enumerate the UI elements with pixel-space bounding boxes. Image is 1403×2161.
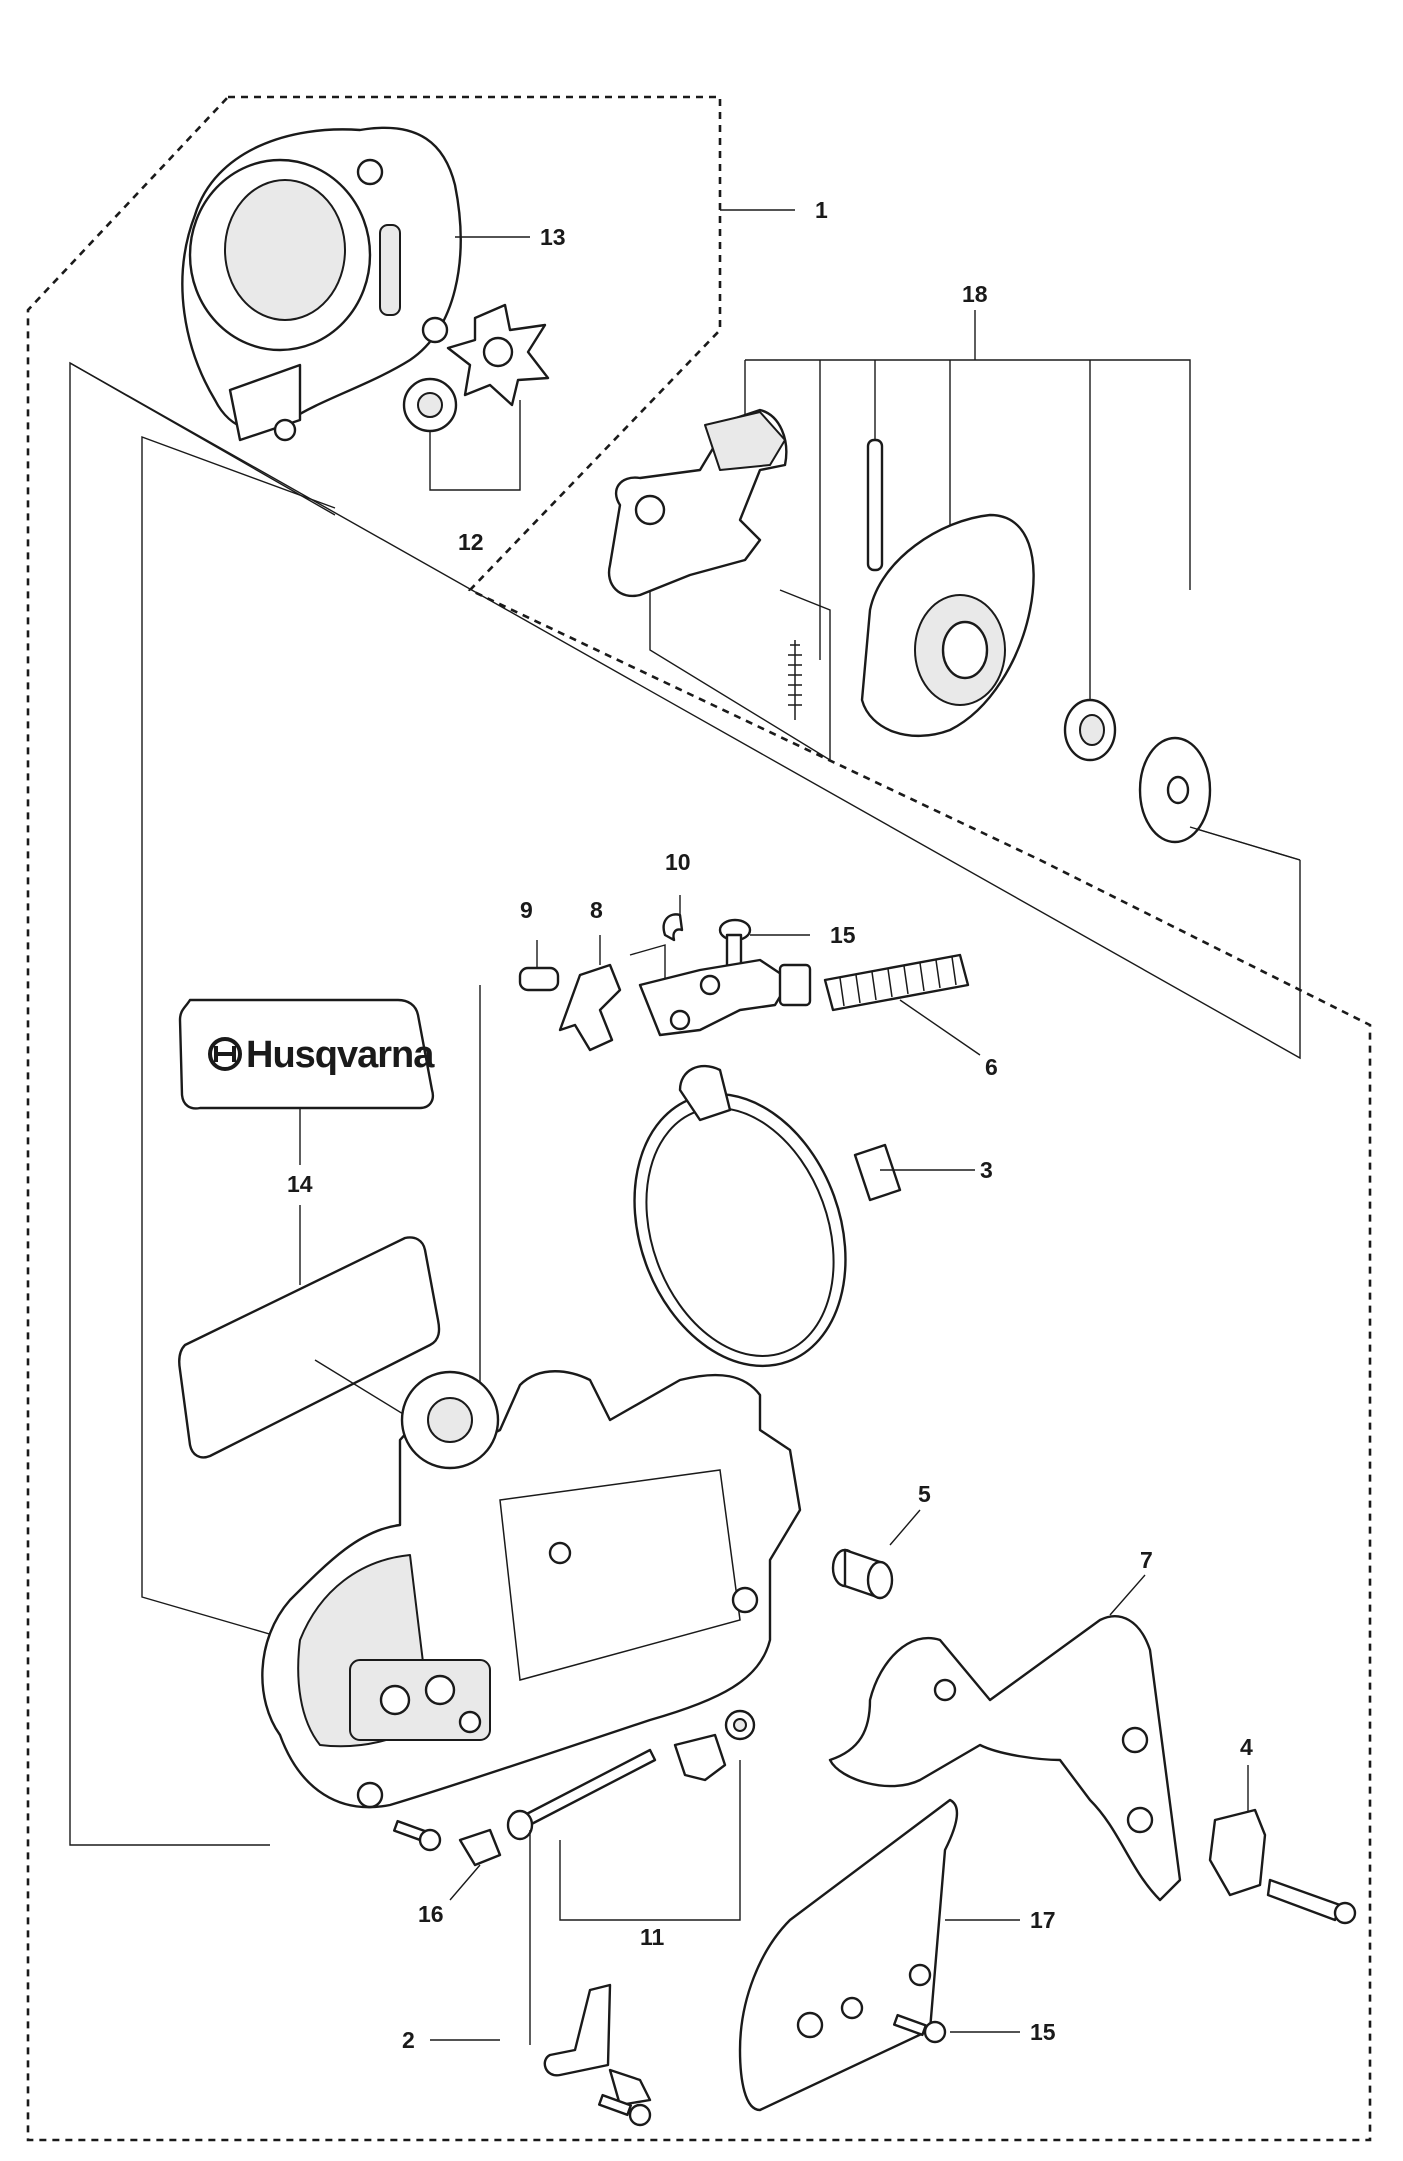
callout-3: 3 bbox=[980, 1157, 993, 1183]
callout-6: 6 bbox=[985, 1054, 998, 1080]
callout-18: 18 bbox=[962, 281, 988, 307]
callout-17: 17 bbox=[1030, 1907, 1056, 1933]
screw-icon-left bbox=[392, 1819, 442, 1852]
callout-2: 2 bbox=[402, 2027, 415, 2053]
husqvarna-crown-icon bbox=[208, 1037, 242, 1071]
callout-15-top: 15 bbox=[830, 922, 856, 948]
callout-9: 9 bbox=[520, 897, 533, 923]
part-2-plate bbox=[543, 1983, 652, 2107]
part-15-screw-top bbox=[718, 918, 752, 972]
part-8-knuckle bbox=[558, 963, 622, 1052]
callout-13: 13 bbox=[540, 224, 566, 250]
callout-1: 1 bbox=[815, 197, 828, 223]
screw-icon-15-bottom bbox=[892, 2013, 947, 2044]
part-18-bearing bbox=[1063, 698, 1117, 762]
part-3-brake-band bbox=[633, 1064, 902, 1368]
part-7-guard bbox=[828, 1615, 1182, 1902]
part-9-pin bbox=[518, 966, 560, 992]
part-13-cover bbox=[181, 126, 462, 442]
part-linkage-arm bbox=[638, 958, 812, 1037]
part-18-spring bbox=[788, 640, 802, 720]
part-14-decal-blank bbox=[178, 1236, 441, 1459]
part-18-washer bbox=[1138, 736, 1212, 844]
part-18-pin bbox=[866, 438, 884, 572]
frame-brake-line bbox=[69, 362, 1301, 1060]
part-1-housing bbox=[261, 1370, 802, 1809]
callout-5: 5 bbox=[918, 1481, 931, 1507]
callout-11: 11 bbox=[640, 1924, 665, 1950]
part-14-decal-logo: Husqvarna bbox=[178, 998, 436, 1110]
callout-10: 10 bbox=[665, 849, 691, 875]
part-18-drum bbox=[860, 513, 1035, 738]
part-10-clip bbox=[662, 913, 684, 942]
callout-16: 16 bbox=[418, 1901, 444, 1927]
callout-15-bottom: 15 bbox=[1030, 2019, 1056, 2045]
part-5-bushing bbox=[831, 1548, 894, 1600]
frame-outer-left bbox=[69, 361, 336, 1846]
callout-8: 8 bbox=[590, 897, 603, 923]
part-16-block bbox=[458, 1828, 502, 1867]
screw-icon-2 bbox=[597, 2093, 652, 2127]
part-17-cover-plate bbox=[738, 1798, 959, 2112]
part-6-spring bbox=[823, 953, 970, 1012]
part-11-tensioner bbox=[506, 1709, 756, 1841]
leader-11 bbox=[559, 1760, 741, 1921]
callout-12: 12 bbox=[458, 529, 484, 555]
leader-18-bracket bbox=[745, 359, 1191, 590]
part-18-lever bbox=[607, 408, 788, 598]
callout-14: 14 bbox=[287, 1171, 313, 1197]
leader-12 bbox=[429, 400, 521, 491]
part-12-sprocket bbox=[402, 303, 550, 433]
callout-7: 7 bbox=[1140, 1547, 1153, 1573]
frame-inner-left bbox=[141, 435, 336, 1641]
logo-text: Husqvarna bbox=[246, 1034, 435, 1076]
part-4-catcher bbox=[1208, 1808, 1357, 1925]
callout-4: 4 bbox=[1240, 1734, 1253, 1760]
assembly-boundary-dashed bbox=[26, 95, 1372, 2142]
